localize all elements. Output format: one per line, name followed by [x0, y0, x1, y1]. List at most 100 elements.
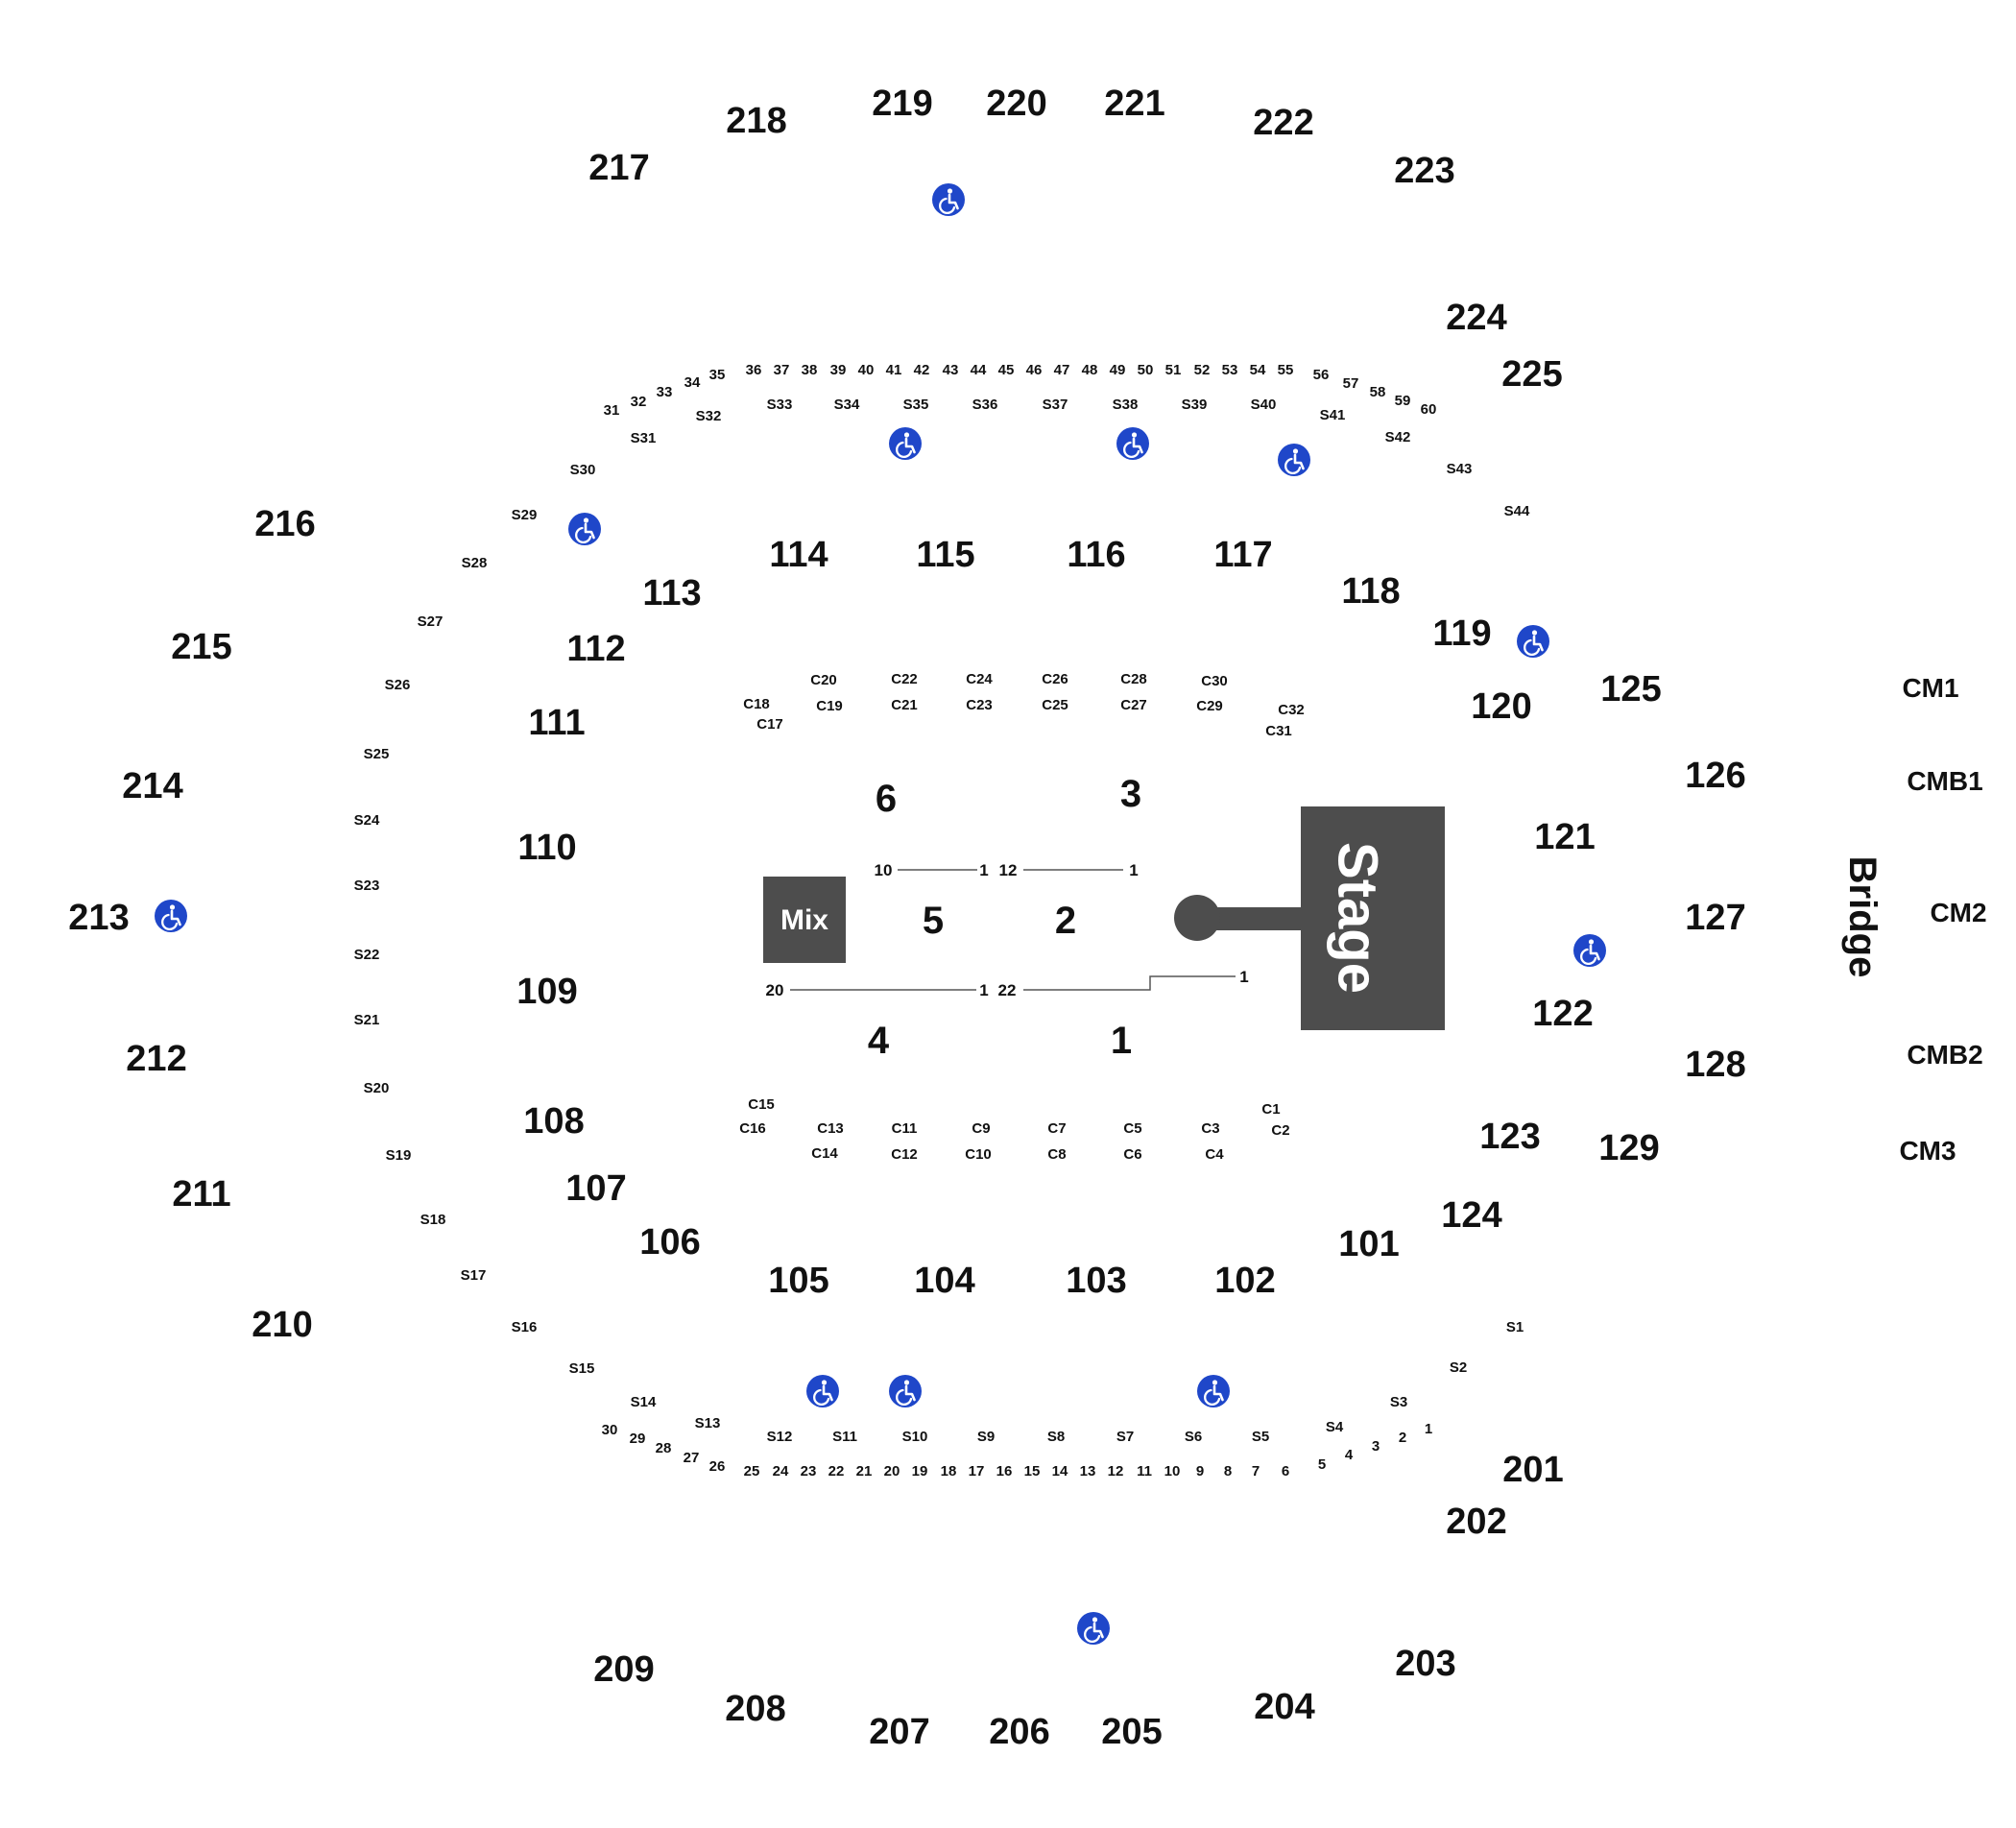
club-c6[interactable]: C6 [1123, 1146, 1141, 1163]
suite-s12[interactable]: S12 [767, 1429, 793, 1445]
section-116[interactable]: 116 [1067, 535, 1125, 575]
section-129[interactable]: 129 [1598, 1128, 1659, 1168]
club-c11[interactable]: C11 [892, 1120, 918, 1137]
section-212[interactable]: 212 [126, 1039, 186, 1079]
box-cmb1[interactable]: CMB1 [1907, 766, 1982, 796]
suite-s8[interactable]: S8 [1047, 1429, 1065, 1445]
suite-s3[interactable]: S3 [1390, 1394, 1407, 1410]
suite-s40[interactable]: S40 [1251, 397, 1277, 413]
suite-s10[interactable]: S10 [902, 1429, 928, 1445]
section-111[interactable]: 111 [528, 703, 585, 743]
floor-section-4[interactable]: 4 [868, 1020, 890, 1062]
suite-s34[interactable]: S34 [834, 397, 860, 413]
section-120[interactable]: 120 [1471, 686, 1531, 727]
club-c9[interactable]: C9 [972, 1120, 990, 1137]
section-105[interactable]: 105 [768, 1261, 828, 1301]
suite-s22[interactable]: S22 [354, 947, 380, 963]
suite-s14[interactable]: S14 [631, 1394, 657, 1410]
suite-s5[interactable]: S5 [1252, 1429, 1269, 1445]
section-207[interactable]: 207 [869, 1712, 929, 1752]
club-c29[interactable]: C29 [1196, 698, 1223, 714]
section-110[interactable]: 110 [517, 828, 576, 868]
suite-s33[interactable]: S33 [767, 397, 793, 413]
suite-s2[interactable]: S2 [1450, 1359, 1467, 1376]
suite-s30[interactable]: S30 [570, 462, 596, 478]
section-101[interactable]: 101 [1338, 1224, 1399, 1264]
suite-s42[interactable]: S42 [1385, 429, 1411, 445]
club-c3[interactable]: C3 [1201, 1120, 1219, 1137]
section-210[interactable]: 210 [252, 1305, 312, 1345]
suite-s27[interactable]: S27 [418, 613, 444, 630]
club-c32[interactable]: C32 [1278, 702, 1305, 718]
box-cm2[interactable]: CM2 [1930, 898, 1986, 927]
suite-s15[interactable]: S15 [569, 1360, 595, 1377]
club-c18[interactable]: C18 [743, 696, 770, 712]
club-c25[interactable]: C25 [1042, 697, 1068, 713]
section-201[interactable]: 201 [1502, 1450, 1563, 1490]
section-216[interactable]: 216 [254, 504, 315, 544]
section-127[interactable]: 127 [1685, 898, 1745, 938]
section-108[interactable]: 108 [523, 1101, 584, 1142]
section-205[interactable]: 205 [1101, 1712, 1162, 1752]
section-118[interactable]: 118 [1341, 571, 1400, 612]
suite-s37[interactable]: S37 [1043, 397, 1068, 413]
suite-s23[interactable]: S23 [354, 878, 380, 894]
section-128[interactable]: 128 [1685, 1045, 1745, 1085]
club-c17[interactable]: C17 [756, 716, 783, 733]
club-c22[interactable]: C22 [891, 671, 918, 687]
club-c27[interactable]: C27 [1120, 697, 1147, 713]
floor-section-5[interactable]: 5 [923, 900, 944, 942]
suite-s21[interactable]: S21 [354, 1012, 380, 1028]
suite-s1[interactable]: S1 [1506, 1319, 1524, 1335]
section-109[interactable]: 109 [516, 972, 577, 1012]
club-c30[interactable]: C30 [1201, 673, 1228, 689]
club-c16[interactable]: C16 [739, 1120, 766, 1137]
floor-section-2[interactable]: 2 [1055, 900, 1076, 942]
club-c10[interactable]: C10 [965, 1146, 992, 1163]
section-222[interactable]: 222 [1253, 103, 1313, 143]
suite-s6[interactable]: S6 [1185, 1429, 1202, 1445]
suite-s39[interactable]: S39 [1182, 397, 1208, 413]
club-c14[interactable]: C14 [811, 1145, 838, 1162]
section-114[interactable]: 114 [769, 535, 828, 575]
club-c31[interactable]: C31 [1265, 723, 1292, 739]
suite-s7[interactable]: S7 [1116, 1429, 1134, 1445]
suite-s19[interactable]: S19 [386, 1147, 412, 1164]
section-213[interactable]: 213 [68, 898, 129, 938]
floor-section-6[interactable]: 6 [876, 778, 897, 820]
suite-s43[interactable]: S43 [1447, 461, 1473, 477]
club-c4[interactable]: C4 [1205, 1146, 1224, 1163]
section-122[interactable]: 122 [1532, 994, 1593, 1034]
section-204[interactable]: 204 [1254, 1687, 1314, 1727]
suite-s36[interactable]: S36 [972, 397, 998, 413]
section-104[interactable]: 104 [914, 1261, 974, 1301]
suite-s25[interactable]: S25 [364, 746, 390, 762]
club-c1[interactable]: C1 [1261, 1101, 1280, 1118]
club-c19[interactable]: C19 [816, 698, 843, 714]
suite-s31[interactable]: S31 [631, 430, 657, 446]
section-225[interactable]: 225 [1501, 354, 1562, 395]
section-126[interactable]: 126 [1685, 756, 1745, 796]
club-c8[interactable]: C8 [1047, 1146, 1066, 1163]
box-cm1[interactable]: CM1 [1902, 673, 1958, 703]
section-211[interactable]: 211 [172, 1174, 230, 1215]
section-220[interactable]: 220 [986, 84, 1046, 124]
club-c28[interactable]: C28 [1120, 671, 1147, 687]
club-c26[interactable]: C26 [1042, 671, 1068, 687]
section-219[interactable]: 219 [872, 84, 932, 124]
section-223[interactable]: 223 [1394, 151, 1454, 191]
club-c5[interactable]: C5 [1123, 1120, 1141, 1137]
section-203[interactable]: 203 [1395, 1644, 1455, 1684]
suite-s41[interactable]: S41 [1320, 407, 1346, 423]
floor-section-3[interactable]: 3 [1120, 773, 1141, 815]
suite-s26[interactable]: S26 [385, 677, 411, 693]
suite-s29[interactable]: S29 [512, 507, 538, 523]
club-c2[interactable]: C2 [1271, 1122, 1289, 1139]
suite-s35[interactable]: S35 [903, 397, 929, 413]
section-215[interactable]: 215 [171, 627, 231, 667]
box-cmb2[interactable]: CMB2 [1907, 1040, 1982, 1070]
section-125[interactable]: 125 [1600, 669, 1661, 710]
section-214[interactable]: 214 [122, 766, 182, 806]
section-202[interactable]: 202 [1446, 1502, 1506, 1542]
box-cm3[interactable]: CM3 [1899, 1136, 1956, 1166]
